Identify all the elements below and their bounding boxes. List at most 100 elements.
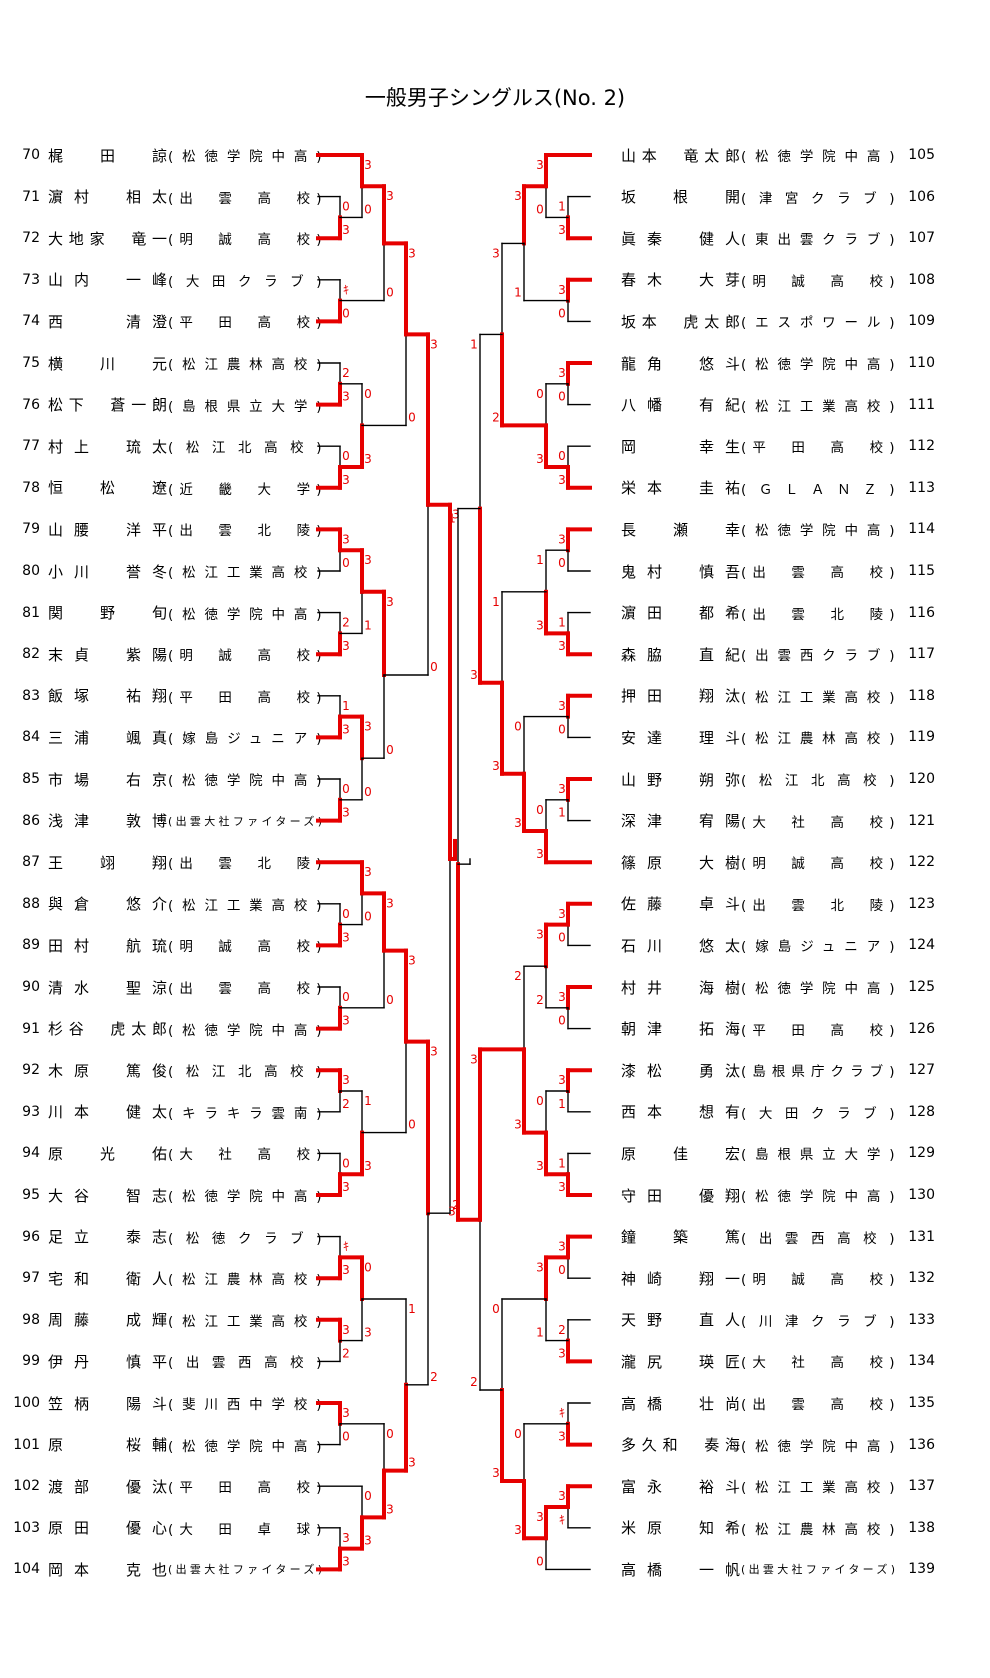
player-name: 坂 根 開 — [621, 188, 741, 207]
entry-number: 90 — [22, 979, 40, 995]
score-label: 3 — [430, 337, 438, 351]
player-name: 大谷 智志 — [48, 1186, 168, 1205]
player-name: 神崎 翔一 — [621, 1269, 741, 1288]
player-entry-right: 押田 翔汰(松江工業高校)118 — [621, 686, 935, 706]
entry-number: 103 — [13, 1519, 40, 1536]
score-label: 2 — [536, 993, 544, 1007]
player-entry-right: 龍角 悠斗(松徳学院中高)110 — [621, 353, 935, 374]
entry-number: 138 — [908, 1519, 935, 1536]
score-label: 3 — [342, 1323, 350, 1337]
player-name: 原 光 佑 — [48, 1144, 168, 1163]
score-label: 0 — [386, 993, 394, 1007]
score-label: 3 — [514, 1118, 522, 1132]
club-name: (平 田 高 校) — [741, 440, 895, 457]
score-label: 3 — [558, 639, 566, 653]
score-label: 0 — [364, 1260, 372, 1274]
entry-number: 101 — [13, 1436, 40, 1453]
entry-number: 120 — [908, 771, 935, 787]
entry-number: 117 — [908, 646, 935, 663]
club-name: (出雲大社ファイターズ) — [168, 814, 322, 828]
score-label: 3 — [492, 759, 500, 773]
score-label: 1 — [536, 1326, 544, 1340]
player-entry-right: 守田 優翔(松徳学院中高)130 — [621, 1185, 935, 1206]
entry-number: 92 — [22, 1062, 40, 1079]
score-label: 3 — [536, 452, 544, 466]
player-entry-right: 朝津 拓海(平 田 高 校)126 — [621, 1019, 935, 1039]
club-name: (平 田 高 校) — [168, 1480, 322, 1497]
score-label: 0 — [558, 1263, 566, 1277]
score-label: 0 — [536, 803, 544, 817]
score-label: 3 — [470, 668, 478, 682]
score-label: 1 — [536, 553, 544, 567]
entry-number: 85 — [22, 771, 40, 787]
player-name: 眞秦 健人 — [621, 229, 741, 248]
player-name: 村上 琉太 — [48, 437, 168, 456]
entry-number: 113 — [908, 479, 935, 496]
player-name: 龍角 悠斗 — [621, 354, 741, 373]
player-name: 漆松 勇汰 — [621, 1061, 741, 1080]
player-name: 山本 竜太郎 — [621, 146, 741, 165]
entry-number: 118 — [908, 687, 935, 704]
player-name: 川本 健太 — [48, 1103, 168, 1122]
score-label: 0 — [536, 1094, 544, 1108]
club-name: (出 雲 北 陵) — [168, 856, 322, 873]
entry-number: 119 — [908, 729, 935, 746]
score-label: 2 — [342, 1346, 350, 1360]
player-entry-right: 鐘 築 篤(出雲西高校)131 — [621, 1227, 935, 1247]
score-label: 3 — [364, 1534, 372, 1548]
player-name: 八幡 有紀 — [621, 396, 741, 415]
entry-number: 91 — [22, 1020, 40, 1037]
club-name: (松江北高校) — [168, 440, 322, 457]
player-name: 足立 泰志 — [48, 1228, 168, 1247]
club-name: (松徳学院中高) — [741, 149, 895, 165]
entry-number: 105 — [908, 147, 935, 163]
score-label: 3 — [386, 595, 394, 609]
club-name: (松江工業高校) — [168, 565, 322, 581]
club-name: (松徳学院中高) — [168, 1438, 322, 1455]
player-name: 守田 優翔 — [621, 1186, 741, 1205]
score-label: 0 — [364, 785, 372, 799]
score-label: ｷ — [343, 283, 349, 297]
player-entry-right: 米原 知希(松江農林高校)138 — [621, 1518, 935, 1538]
score-label: 3 — [558, 699, 566, 713]
entry-number: 93 — [22, 1103, 40, 1120]
score-label: 3 — [342, 1180, 350, 1194]
player-entry-right: 原 佳 宏(島根県立大学)129 — [621, 1143, 935, 1164]
player-name: 岡 幸生 — [621, 437, 741, 456]
score-label: 0 — [558, 930, 566, 944]
entry-number: 126 — [908, 1020, 935, 1037]
club-name: (斐川西中学校) — [168, 1397, 322, 1413]
score-label: 3 — [364, 720, 372, 734]
player-name: 大地家 竜一 — [48, 229, 168, 248]
entry-number: 107 — [908, 230, 935, 247]
player-name: 山野 朔弥 — [621, 770, 741, 789]
player-name: 濵村 相太 — [48, 188, 168, 207]
player-entry-right: 天野 直人(川津クラブ)133 — [621, 1310, 935, 1330]
score-label: 3 — [558, 1240, 566, 1254]
score-label: 1 — [558, 806, 566, 820]
score-label: 3 — [364, 1159, 372, 1173]
score-label: 3 — [536, 1260, 544, 1274]
player-entry-right: 安達 理斗(松江農林高校)119 — [621, 727, 935, 748]
player-entry-right: 西本 想有(大田クラブ)128 — [621, 1102, 935, 1122]
player-entry-right: 眞秦 健人(東出雲クラブ)107 — [621, 228, 935, 249]
score-label: 1 — [514, 286, 522, 300]
player-entry-right: 高橋 一帆(出雲大社ファイターズ)139 — [621, 1559, 935, 1579]
player-name: 周藤 成輝 — [48, 1311, 168, 1330]
score-label: 0 — [558, 722, 566, 736]
score-label: 0 — [558, 556, 566, 570]
entry-number: 133 — [908, 1311, 935, 1328]
player-name: 篠原 大樹 — [621, 853, 741, 872]
player-name: 多久和 奏海 — [621, 1436, 741, 1455]
player-name: 田村 航琉 — [48, 936, 168, 955]
score-label: 3 — [558, 223, 566, 237]
